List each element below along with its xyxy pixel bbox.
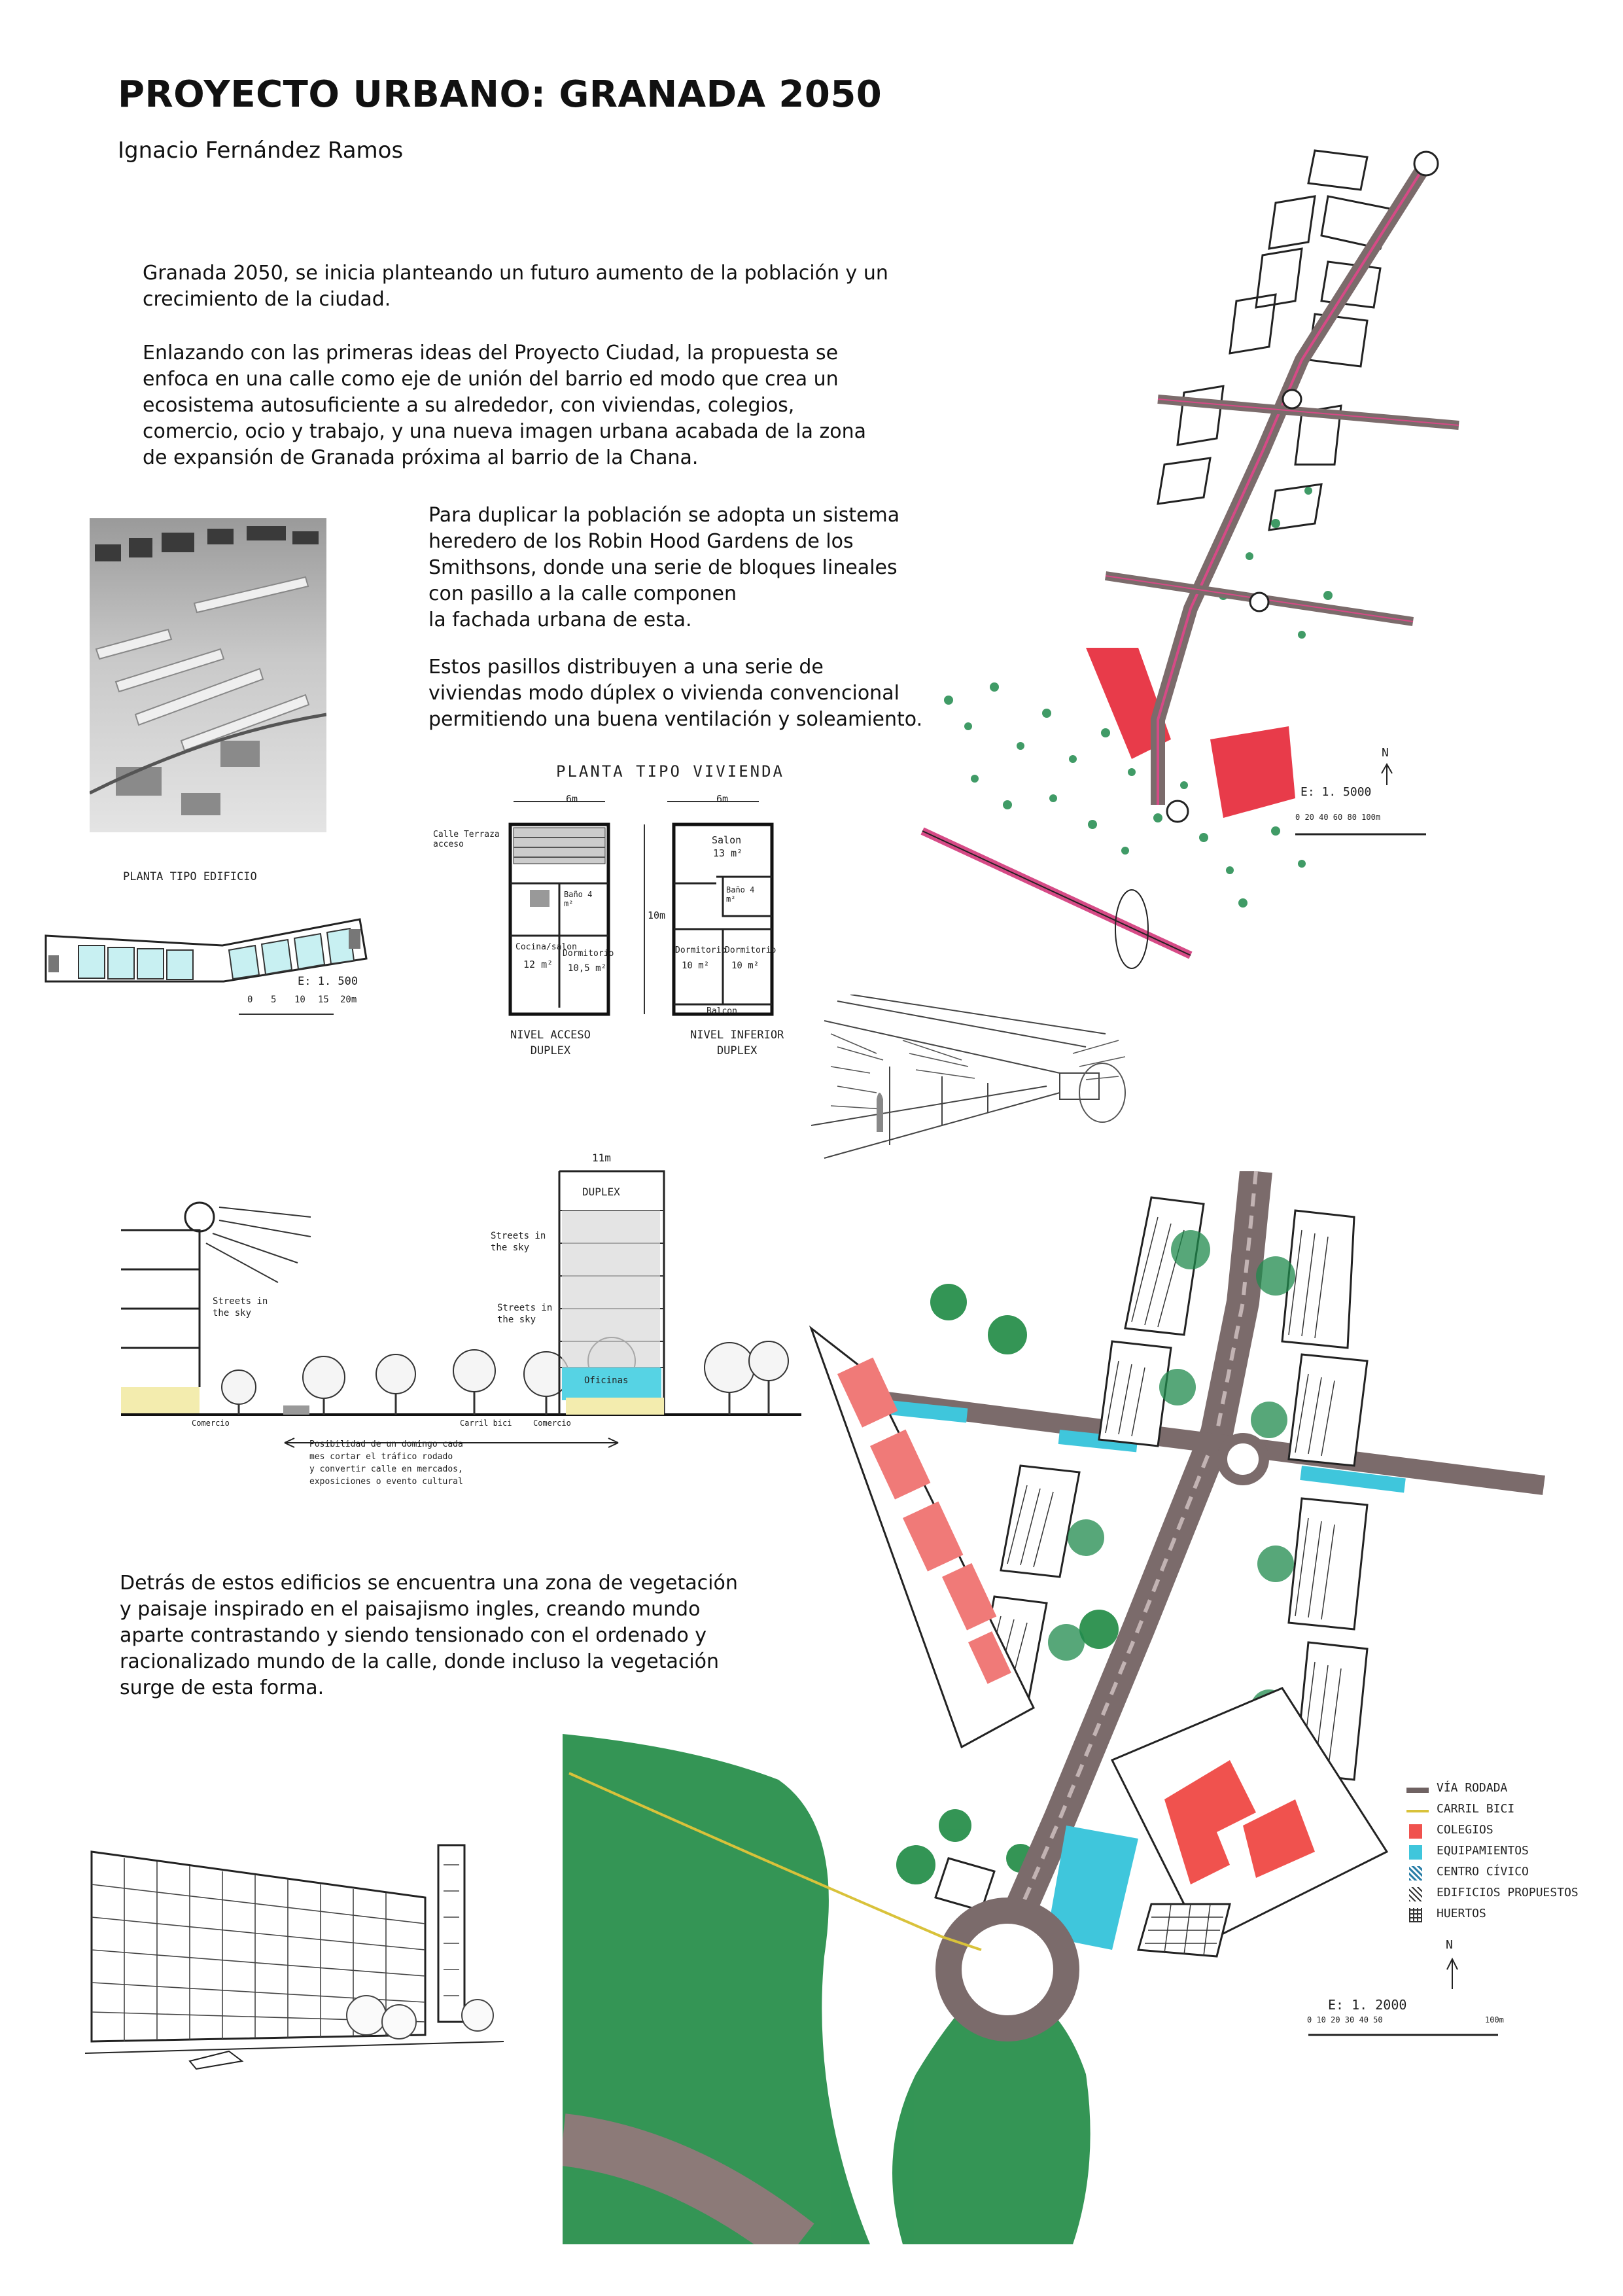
scale-ticks-top: 0 20 40 60 80 100m xyxy=(1295,813,1381,822)
oficinas-label: Oficinas xyxy=(584,1375,629,1386)
legend-item-colegios: COLEGIOS xyxy=(1406,1822,1603,1843)
legend-item-centro-civico: CENTRO CÍVICO xyxy=(1406,1863,1603,1884)
road-swatch-icon xyxy=(1406,1788,1429,1793)
nivel-inferior-label: NIVEL INFERIOR DUPLEX xyxy=(690,1029,784,1057)
balcon-label: Balcon xyxy=(707,1006,737,1016)
dormitorio-3-area: 10 m² xyxy=(731,961,759,971)
tick-5: 5 xyxy=(271,995,277,1005)
legend-label: VÍA RODADA xyxy=(1437,1781,1508,1795)
scale-ticks-bottom: 0 10 20 30 40 50 xyxy=(1307,2015,1383,2024)
legend-item-equipamientos: EQUIPAMIENTOS xyxy=(1406,1843,1603,1863)
section-note: Posibilidad de un domingo cada mes corta… xyxy=(309,1439,463,1487)
building-plan-title: PLANTA TIPO EDIFICIO xyxy=(123,870,257,883)
legend-label: CENTRO CÍVICO xyxy=(1437,1865,1529,1879)
tick-20m: 20m xyxy=(340,995,357,1005)
site-plan-bottom: VÍA RODADA CARRIL BICI COLEGIOS EQUIPAMI… xyxy=(563,1171,1603,2244)
building-perspective-sketch xyxy=(85,1826,510,2087)
bano-left-label: Baño 4 m² xyxy=(564,890,593,908)
legend-label: EDIFICIOS PROPUESTOS xyxy=(1437,1886,1579,1899)
comercio-right-label: Comercio xyxy=(533,1419,571,1428)
bano-right-label: Baño 4 m² xyxy=(726,885,755,904)
section-top-dim: 11m xyxy=(592,1152,611,1164)
page-title: PROYECTO URBANO: GRANADA 2050 xyxy=(118,73,882,116)
scale-top: E: 1. 5000 xyxy=(1300,785,1372,799)
north-arrow-bottom: N xyxy=(1446,1938,1453,1952)
school-swatch-icon xyxy=(1409,1824,1422,1839)
legend-label: EQUIPAMIENTOS xyxy=(1437,1844,1529,1858)
vegetation-paragraph: Detrás de estos edificios se encuentra u… xyxy=(120,1572,738,1699)
dwelling-plan-sketch: PLANTA TIPO VIVIENDA 6m 6m 10m Calle Ter… xyxy=(419,752,811,1080)
width-left-label: 6m xyxy=(566,793,578,805)
width-right-label: 6m xyxy=(716,793,729,805)
tick-0: 0 xyxy=(247,995,253,1005)
civic-center-swatch-icon xyxy=(1409,1866,1422,1881)
corridor-perspective-sketch xyxy=(811,995,1138,1178)
north-arrow-top: N xyxy=(1382,746,1389,760)
dormitorio-3-label: Dormitorio xyxy=(725,945,777,955)
robin-hood-paragraph: Para duplicar la población se adopta un … xyxy=(428,504,900,631)
map-legend: VÍA RODADA CARRIL BICI COLEGIOS EQUIPAMI… xyxy=(1406,1780,1603,1926)
streets-sky-mid-label: Streets in the sky xyxy=(491,1231,546,1253)
legend-item-huertos: HUERTOS xyxy=(1406,1905,1603,1926)
corridor-paragraph: Estos pasillos distribuyen a una serie d… xyxy=(428,656,923,731)
bike-lane-swatch-icon xyxy=(1406,1810,1429,1812)
legend-label: HUERTOS xyxy=(1437,1907,1486,1920)
building-plan-sketch: PLANTA TIPO EDIFICIO E: 1. 500 0 5 10 15… xyxy=(39,857,379,1034)
legend-label: COLEGIOS xyxy=(1437,1823,1493,1837)
comercio-left-label: Comercio xyxy=(192,1419,230,1428)
proposed-buildings-swatch-icon xyxy=(1409,1887,1422,1901)
nivel-acceso-label: NIVEL ACCESO DUPLEX xyxy=(510,1029,591,1057)
calle-terraza-label: Calle Terraza acceso xyxy=(433,830,500,849)
site-plan-top: N E: 1. 5000 0 20 40 60 80 100m xyxy=(909,98,1498,981)
model-photo xyxy=(90,518,326,832)
equipment-swatch-icon xyxy=(1409,1845,1422,1860)
cocina-area: 12 m² xyxy=(523,959,553,970)
dormitorio-2-label: Dormitorio xyxy=(675,945,727,955)
author-name: Ignacio Fernández Ramos xyxy=(118,137,404,164)
street-section-sketch: 11m DUPLEX Streets in the sky Streets in… xyxy=(114,1145,808,1511)
legend-label: CARRIL BICI xyxy=(1437,1802,1515,1816)
streets-sky-left-label: Streets in the sky xyxy=(213,1296,268,1318)
salon-label: Salon xyxy=(712,834,742,846)
dormitorio-1-area: 10,5 m² xyxy=(568,963,607,974)
dwelling-plan-title: PLANTA TIPO VIVIENDA xyxy=(556,762,784,781)
carril-bici-label: Carril bici xyxy=(460,1419,512,1428)
legend-item-carril-bici: CARRIL BICI xyxy=(1406,1801,1603,1822)
dormitorio-2-area: 10 m² xyxy=(682,961,710,971)
building-plan-scale: E: 1. 500 xyxy=(298,975,358,988)
legend-item-via-rodada: VÍA RODADA xyxy=(1406,1780,1603,1801)
scale-bottom: E: 1. 2000 xyxy=(1328,1997,1407,2013)
tick-10: 10 xyxy=(294,995,305,1005)
scale-end-tick-bottom: 100m xyxy=(1485,2015,1504,2024)
height-label: 10m xyxy=(648,910,666,921)
salon-area: 13 m² xyxy=(713,847,743,859)
tick-15: 15 xyxy=(318,995,329,1005)
section-duplex-label: DUPLEX xyxy=(582,1186,620,1198)
intro-paragraph-2: Enlazando con las primeras ideas del Pro… xyxy=(143,342,867,469)
streets-sky-low-label: Streets in the sky xyxy=(497,1303,553,1325)
intro-paragraph-1: Granada 2050, se inicia planteando un fu… xyxy=(143,262,888,311)
orchards-swatch-icon xyxy=(1409,1908,1422,1922)
dormitorio-1-label: Dormitorio xyxy=(563,949,614,959)
legend-item-edificios-propuestos: EDIFICIOS PROPUESTOS xyxy=(1406,1884,1603,1905)
cocina-label: Cocina/salon xyxy=(515,942,577,952)
